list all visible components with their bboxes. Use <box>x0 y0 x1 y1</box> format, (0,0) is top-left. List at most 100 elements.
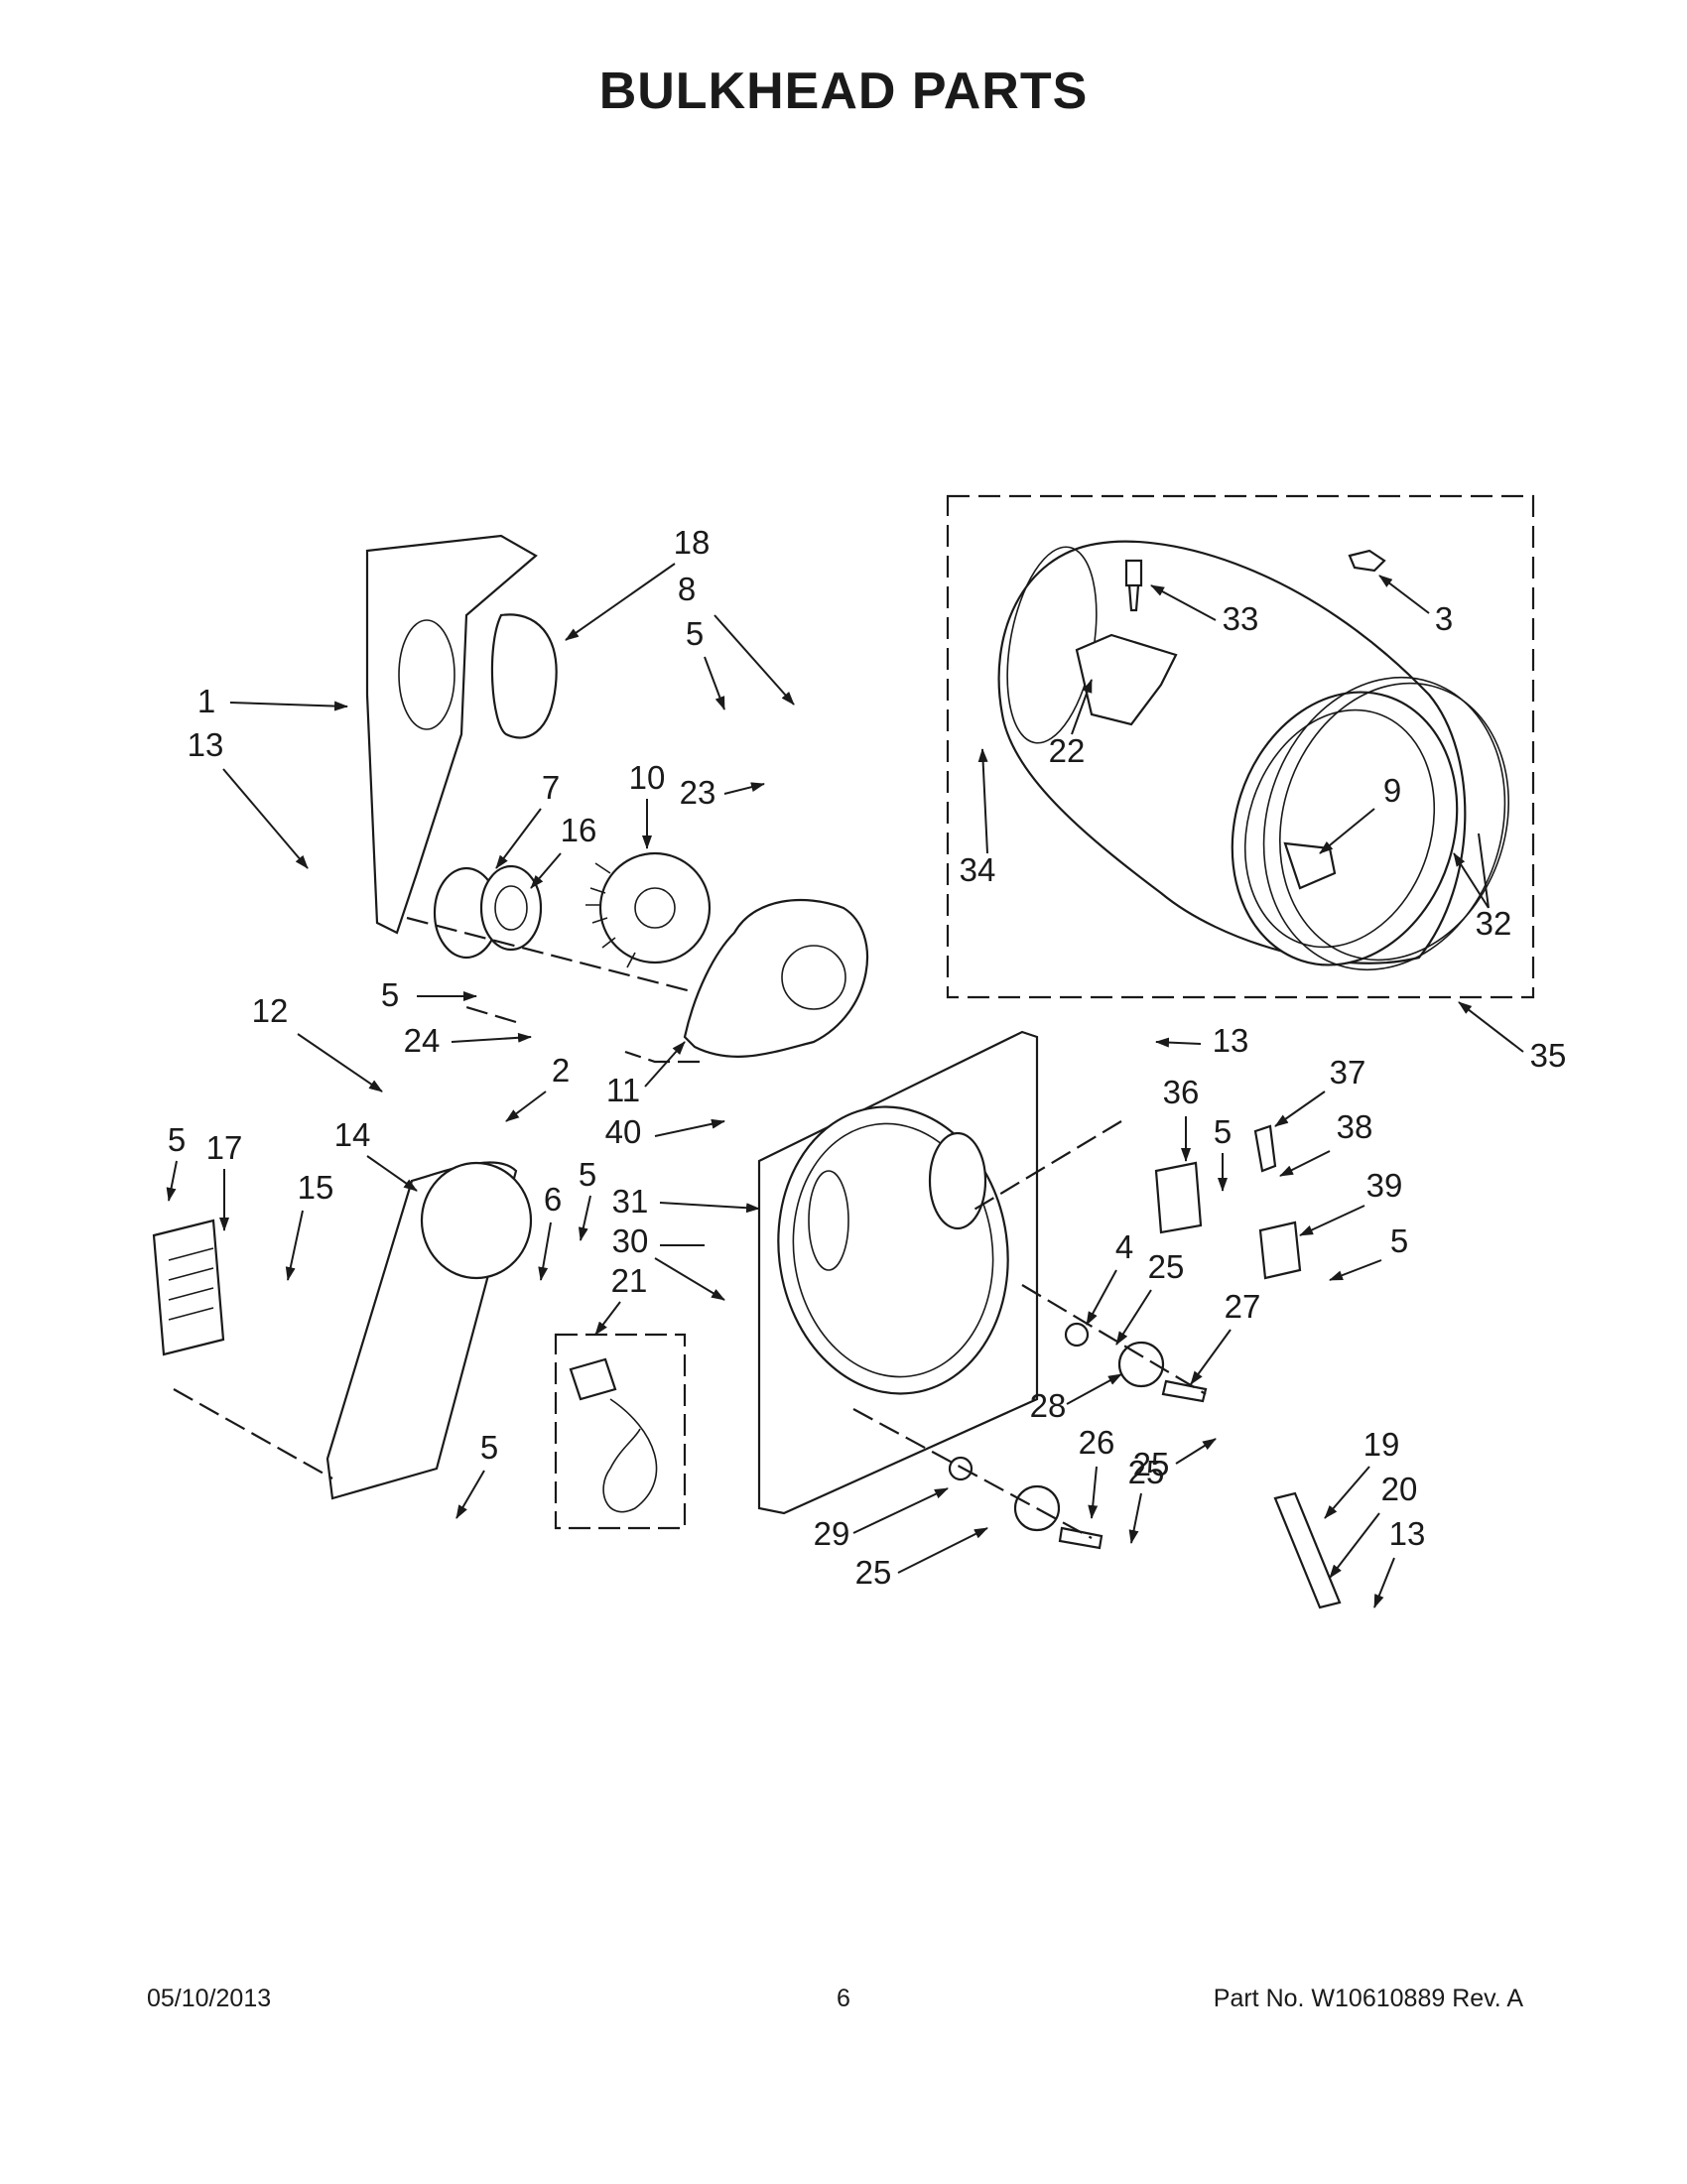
leader-26 <box>1088 1466 1099 1519</box>
callout-40: 40 <box>605 1113 642 1150</box>
footer-page-number: 6 <box>837 1985 850 2012</box>
leader-8 <box>714 614 795 706</box>
blower-housing-port <box>781 945 846 1010</box>
roller-washer-upper <box>1064 1322 1090 1348</box>
callout-19: 19 <box>1363 1426 1400 1463</box>
leader-25-c <box>1128 1492 1142 1544</box>
leader-13-b <box>1155 1037 1202 1048</box>
heater-coils <box>168 1247 214 1321</box>
duct-gasket <box>490 613 558 739</box>
drum-seal <box>1262 676 1506 971</box>
leader-32 <box>1454 833 1490 909</box>
leader-22 <box>1071 679 1093 735</box>
page-title: BULKHEAD PARTS <box>598 63 1089 120</box>
leader-7 <box>495 808 542 869</box>
leader-13-a <box>222 768 309 869</box>
bulkhead-lint-screen <box>928 1131 987 1230</box>
leader-2 <box>505 1091 547 1122</box>
callout-39: 39 <box>1366 1167 1403 1204</box>
callout-13-b: 13 <box>1213 1022 1249 1059</box>
leader-31 <box>659 1202 760 1214</box>
rear-duct-group <box>365 534 558 935</box>
assembly-line-bearing <box>406 916 696 994</box>
callout-15: 15 <box>298 1169 334 1206</box>
lint-duct-group <box>325 1161 533 1500</box>
leader-20 <box>1329 1512 1380 1579</box>
leader-5-g <box>1329 1259 1382 1281</box>
leader-23 <box>723 782 765 795</box>
drum-seal-inner <box>1278 682 1510 962</box>
wire-harness-cable <box>602 1398 658 1513</box>
bulkhead-inner-ring <box>792 1122 994 1378</box>
leader-11 <box>644 1041 686 1088</box>
roller-shaft-upper <box>1161 1379 1208 1403</box>
leader-39 <box>1299 1205 1365 1236</box>
callout-6: 6 <box>544 1181 562 1218</box>
callout-25-c: 25 <box>1128 1454 1165 1490</box>
bearing-group <box>433 864 543 960</box>
callout-5-d: 5 <box>579 1156 596 1193</box>
drum-baffle <box>1075 633 1178 726</box>
leader-3 <box>1378 575 1430 614</box>
leader-27 <box>1190 1329 1232 1385</box>
leader-12 <box>297 1033 383 1092</box>
callout-12: 12 <box>252 992 289 1029</box>
leader-38 <box>1279 1150 1331 1177</box>
callout-7: 7 <box>542 769 560 806</box>
footer-date: 05/10/2013 <box>147 1985 272 2012</box>
leader-35 <box>1458 1001 1524 1053</box>
callout-5-e: 5 <box>480 1429 498 1466</box>
leader-18 <box>565 563 676 641</box>
blower-wheel-hub <box>634 887 676 929</box>
callout-5-f: 5 <box>1214 1113 1232 1150</box>
blower-wheel-blades <box>585 862 636 968</box>
callout-5-g: 5 <box>1390 1222 1408 1259</box>
callout-5-c: 5 <box>168 1121 186 1158</box>
drum-screw <box>1124 559 1143 612</box>
callout-11: 11 <box>606 1072 640 1108</box>
heater-group <box>152 1219 225 1356</box>
blower-wheel <box>598 851 712 964</box>
leader-34 <box>977 748 988 854</box>
callout-9: 9 <box>1383 772 1401 809</box>
leader-37 <box>1274 1091 1326 1127</box>
leader-1 <box>229 701 348 711</box>
leader-5-c <box>166 1160 178 1202</box>
bulkhead-group <box>757 1030 1039 1515</box>
callout-18: 18 <box>674 524 711 561</box>
callout-33: 33 <box>1223 600 1259 637</box>
callout-23: 23 <box>680 774 716 811</box>
callout-36: 36 <box>1163 1074 1200 1110</box>
callout-5-a: 5 <box>686 615 704 652</box>
wire-harness-connector <box>569 1357 617 1401</box>
leader-16 <box>530 852 562 889</box>
callout-32: 32 <box>1476 905 1512 942</box>
leader-25-a <box>1115 1289 1152 1346</box>
callouts: 1 13 18 8 5 7 16 10 23 5 24 12 2 11 40 5 <box>166 524 1567 1608</box>
rear-duct-opening <box>398 619 455 730</box>
leader-21 <box>594 1301 621 1336</box>
drum-assembly-group <box>946 494 1535 999</box>
leader-19 <box>1324 1466 1370 1519</box>
roller-upper <box>1117 1341 1165 1388</box>
callout-29: 29 <box>814 1515 850 1552</box>
drum-support-slide <box>1348 549 1386 573</box>
callout-21: 21 <box>611 1262 648 1299</box>
sensor-bracket <box>1258 1220 1302 1280</box>
bearing-inner <box>494 885 528 931</box>
assembly-line-duct <box>465 1005 700 1064</box>
callout-25-b: 25 <box>1133 1446 1170 1482</box>
callout-31: 31 <box>612 1183 649 1220</box>
thermal-fuse-box <box>1154 1161 1203 1234</box>
lint-duct-screen <box>420 1161 533 1280</box>
callout-24: 24 <box>404 1022 441 1059</box>
rear-duct <box>365 534 538 935</box>
leader-13-c <box>1373 1557 1395 1608</box>
callout-25-d: 25 <box>855 1554 892 1591</box>
callout-35: 35 <box>1530 1037 1567 1074</box>
blower-wheel-group <box>585 851 712 968</box>
leader-5-d <box>578 1195 591 1241</box>
callout-13-a: 13 <box>188 726 224 763</box>
callout-38: 38 <box>1337 1108 1373 1145</box>
